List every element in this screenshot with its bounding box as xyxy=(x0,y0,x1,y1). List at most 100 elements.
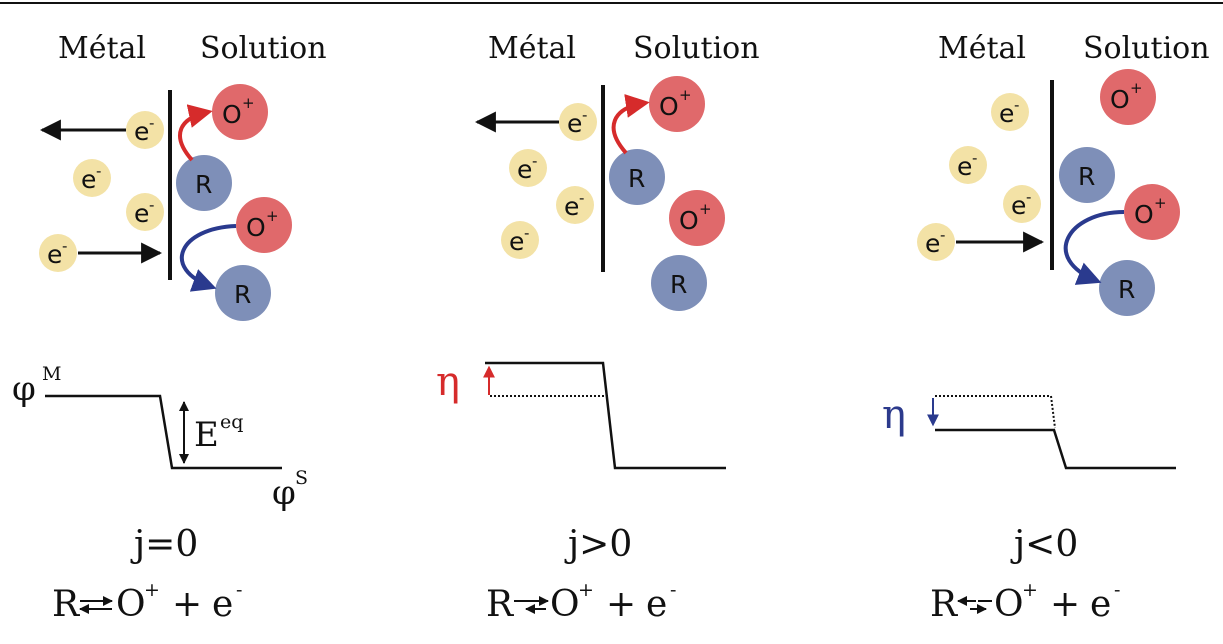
metal-label: Métal xyxy=(488,31,576,66)
svg-text:O: O xyxy=(994,584,1024,625)
eeq-label: E xyxy=(194,415,219,455)
panel-1: Métal Solution e- e- e- e- O+ R xyxy=(12,31,327,625)
svg-text:e: e xyxy=(999,99,1014,128)
svg-text:-: - xyxy=(524,224,529,242)
svg-text:e: e xyxy=(509,227,524,256)
svg-text:e: e xyxy=(134,199,149,228)
reduced-species: R xyxy=(176,155,232,211)
electron: e- xyxy=(556,186,594,224)
svg-text:e: e xyxy=(567,109,582,138)
current-label: j=0 xyxy=(130,524,198,565)
svg-text:-: - xyxy=(582,106,587,124)
svg-text:e: e xyxy=(212,584,233,625)
eta-label: η xyxy=(882,392,906,438)
svg-text:+: + xyxy=(679,86,692,104)
reduction-arrow xyxy=(1063,210,1125,285)
svg-text:+: + xyxy=(699,200,712,218)
oxidized-species: O+ xyxy=(236,197,292,253)
electron: e- xyxy=(1003,185,1041,223)
metal-label: Métal xyxy=(938,31,1026,66)
svg-text:e: e xyxy=(564,192,579,221)
svg-text:+: + xyxy=(606,584,636,625)
svg-text:+: + xyxy=(1050,584,1080,625)
svg-text:R: R xyxy=(1118,275,1135,304)
svg-text:R: R xyxy=(930,584,958,625)
phi-s-sup: S xyxy=(295,467,308,489)
svg-text:+: + xyxy=(172,584,202,625)
reduction-arrow xyxy=(179,224,237,292)
oxidized-species: O+ xyxy=(1100,69,1156,125)
oxidation-arrow xyxy=(178,104,213,162)
phi-m-label: φ xyxy=(12,369,36,409)
reduced-species: R xyxy=(1099,260,1155,316)
svg-text:e: e xyxy=(517,155,532,184)
svg-text:O: O xyxy=(116,584,146,625)
equilibrium-level xyxy=(935,395,1056,429)
electron: e- xyxy=(509,149,547,187)
svg-text:R: R xyxy=(234,280,251,309)
svg-text:R: R xyxy=(670,270,687,299)
phi-s-label: φ xyxy=(272,473,296,513)
svg-text:-: - xyxy=(972,149,977,167)
reduced-species: R xyxy=(1059,147,1115,203)
svg-text:+: + xyxy=(266,207,279,225)
electron: e- xyxy=(949,146,987,184)
svg-text:e: e xyxy=(1090,584,1111,625)
svg-text:-: - xyxy=(670,579,676,601)
svg-text:O: O xyxy=(222,100,242,129)
current-label: j>0 xyxy=(564,524,632,565)
potential-profile xyxy=(935,428,1176,470)
svg-text:-: - xyxy=(1114,579,1120,601)
svg-text:O: O xyxy=(679,206,699,235)
svg-text:O: O xyxy=(1110,85,1130,114)
potential-profile xyxy=(485,361,726,470)
solution-label: Solution xyxy=(1083,31,1210,66)
svg-text:R: R xyxy=(1078,162,1095,191)
reaction-equation: R O + + e - xyxy=(52,579,242,625)
svg-text:R: R xyxy=(52,584,80,625)
svg-text:e: e xyxy=(925,229,940,258)
oxidized-species: O+ xyxy=(212,84,268,140)
electron: e- xyxy=(991,93,1029,131)
svg-text:O: O xyxy=(246,213,266,242)
svg-text:-: - xyxy=(579,189,584,207)
svg-text:R: R xyxy=(195,170,212,199)
svg-text:O: O xyxy=(550,584,580,625)
electron: e- xyxy=(559,103,597,141)
oxidized-species: O+ xyxy=(649,76,705,132)
electron: e- xyxy=(39,234,77,272)
svg-text:R: R xyxy=(628,164,645,193)
svg-text:+: + xyxy=(1154,194,1167,212)
svg-text:e: e xyxy=(1011,191,1026,220)
potential-profile xyxy=(45,394,282,470)
svg-text:+: + xyxy=(144,579,160,601)
electron: e- xyxy=(126,111,164,149)
phi-m-sup: M xyxy=(42,363,61,385)
oxidized-species: O+ xyxy=(669,190,725,246)
current-label: j<0 xyxy=(1010,524,1078,565)
reduced-species: R xyxy=(215,265,271,321)
svg-text:R: R xyxy=(486,584,514,625)
reduced-species: R xyxy=(651,255,707,311)
svg-text:-: - xyxy=(532,152,537,170)
svg-text:e: e xyxy=(81,165,96,194)
svg-text:e: e xyxy=(47,240,62,269)
reaction-equation: R O + + e - xyxy=(486,579,676,625)
electron: e- xyxy=(501,221,539,259)
svg-text:-: - xyxy=(96,162,101,180)
electron: e- xyxy=(126,193,164,231)
solution-label: Solution xyxy=(200,31,327,66)
svg-text:+: + xyxy=(578,579,594,601)
panel-3: Métal Solution e- e- e- e- O+ R xyxy=(882,31,1210,625)
svg-text:-: - xyxy=(62,237,67,255)
svg-text:-: - xyxy=(149,114,154,132)
svg-text:e: e xyxy=(957,152,972,181)
svg-text:+: + xyxy=(1130,79,1143,97)
panel-2: Métal Solution e- e- e- e- O+ R xyxy=(436,31,760,625)
electron: e- xyxy=(73,159,111,197)
svg-text:-: - xyxy=(1014,96,1019,114)
svg-text:O: O xyxy=(1134,200,1154,229)
svg-text:e: e xyxy=(134,117,149,146)
oxidized-species: O+ xyxy=(1124,184,1180,240)
